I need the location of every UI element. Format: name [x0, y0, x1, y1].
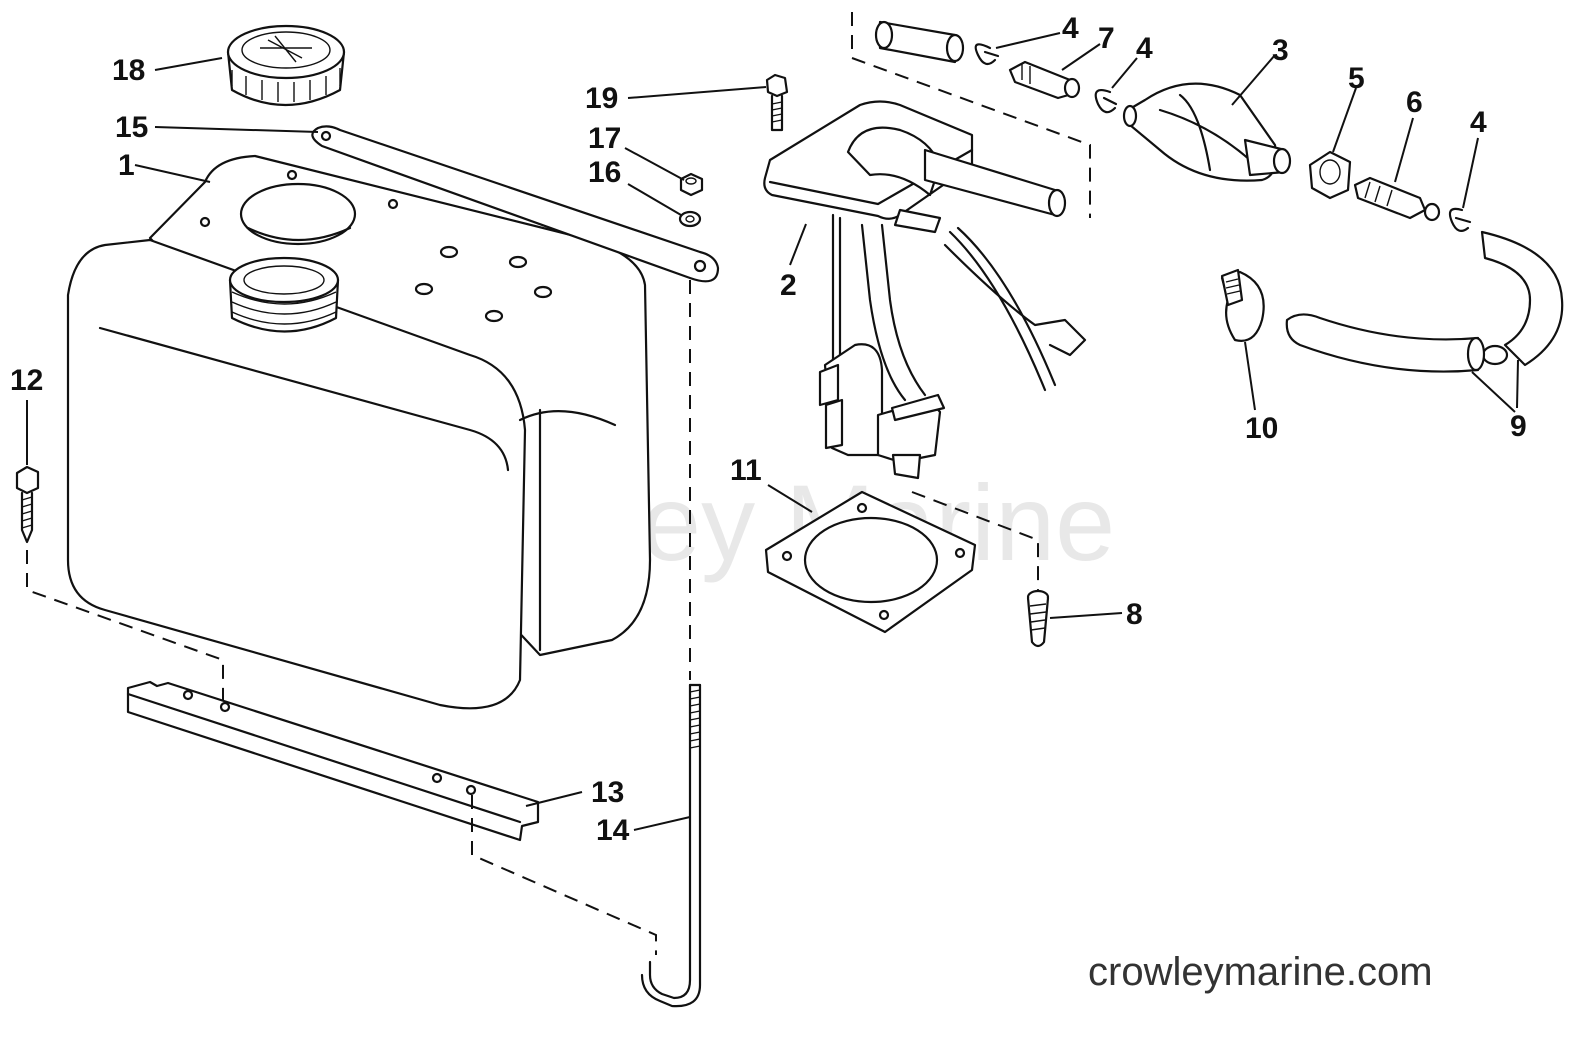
check-valve-nut: [1308, 150, 1352, 200]
callout-12: 12: [10, 364, 43, 397]
washer: [678, 210, 702, 228]
callout-4: 4: [1470, 106, 1487, 139]
hose-clamp: [1220, 268, 1265, 342]
callout-labels: 1 2 3 4 4 4 5 6 7 8 9 10 11 12 13 14 15 …: [10, 12, 1527, 847]
filler-cap: [226, 24, 346, 106]
hex-nut: [679, 172, 704, 197]
callout-10: 10: [1245, 412, 1278, 445]
callout-15: 15: [115, 111, 148, 144]
fuel-tank: [66, 154, 652, 710]
callout-13: 13: [591, 776, 624, 809]
callout-3: 3: [1272, 34, 1289, 67]
fuel-pickup-assembly: [763, 100, 1087, 480]
callout-14: 14: [596, 814, 630, 847]
hose-connector-group: [851, 12, 1118, 218]
mounting-bracket: [126, 680, 540, 842]
callout-4: 4: [1136, 32, 1153, 65]
callout-4: 4: [1062, 12, 1079, 45]
gasket: [764, 490, 977, 634]
callout-16: 16: [588, 156, 621, 189]
tank-filler-neck: [228, 256, 340, 333]
assembly-lines: [26, 280, 1039, 955]
hose-clip: [1448, 207, 1472, 232]
callout-1: 1: [118, 149, 135, 182]
tank-strap: [311, 125, 720, 283]
fuel-hoses: [1285, 230, 1564, 373]
primer-bulb: [1122, 82, 1292, 182]
j-bolt: [640, 683, 702, 1008]
callout-2: 2: [780, 269, 797, 302]
callout-19: 19: [585, 82, 618, 115]
screw: [1026, 589, 1050, 648]
callout-5: 5: [1348, 62, 1365, 95]
callout-6: 6: [1406, 86, 1423, 119]
callout-7: 7: [1098, 22, 1115, 55]
callout-11: 11: [730, 454, 762, 487]
callout-17: 17: [588, 122, 621, 155]
bolt: [765, 73, 789, 132]
callout-9: 9: [1510, 410, 1527, 443]
hose-fitting: [1353, 176, 1441, 222]
callout-8: 8: [1126, 598, 1143, 631]
callout-18: 18: [112, 54, 145, 87]
lag-screw: [15, 465, 40, 544]
website-url: crowleymarine.com: [1088, 950, 1433, 994]
leader-lines: [26, 32, 1519, 831]
